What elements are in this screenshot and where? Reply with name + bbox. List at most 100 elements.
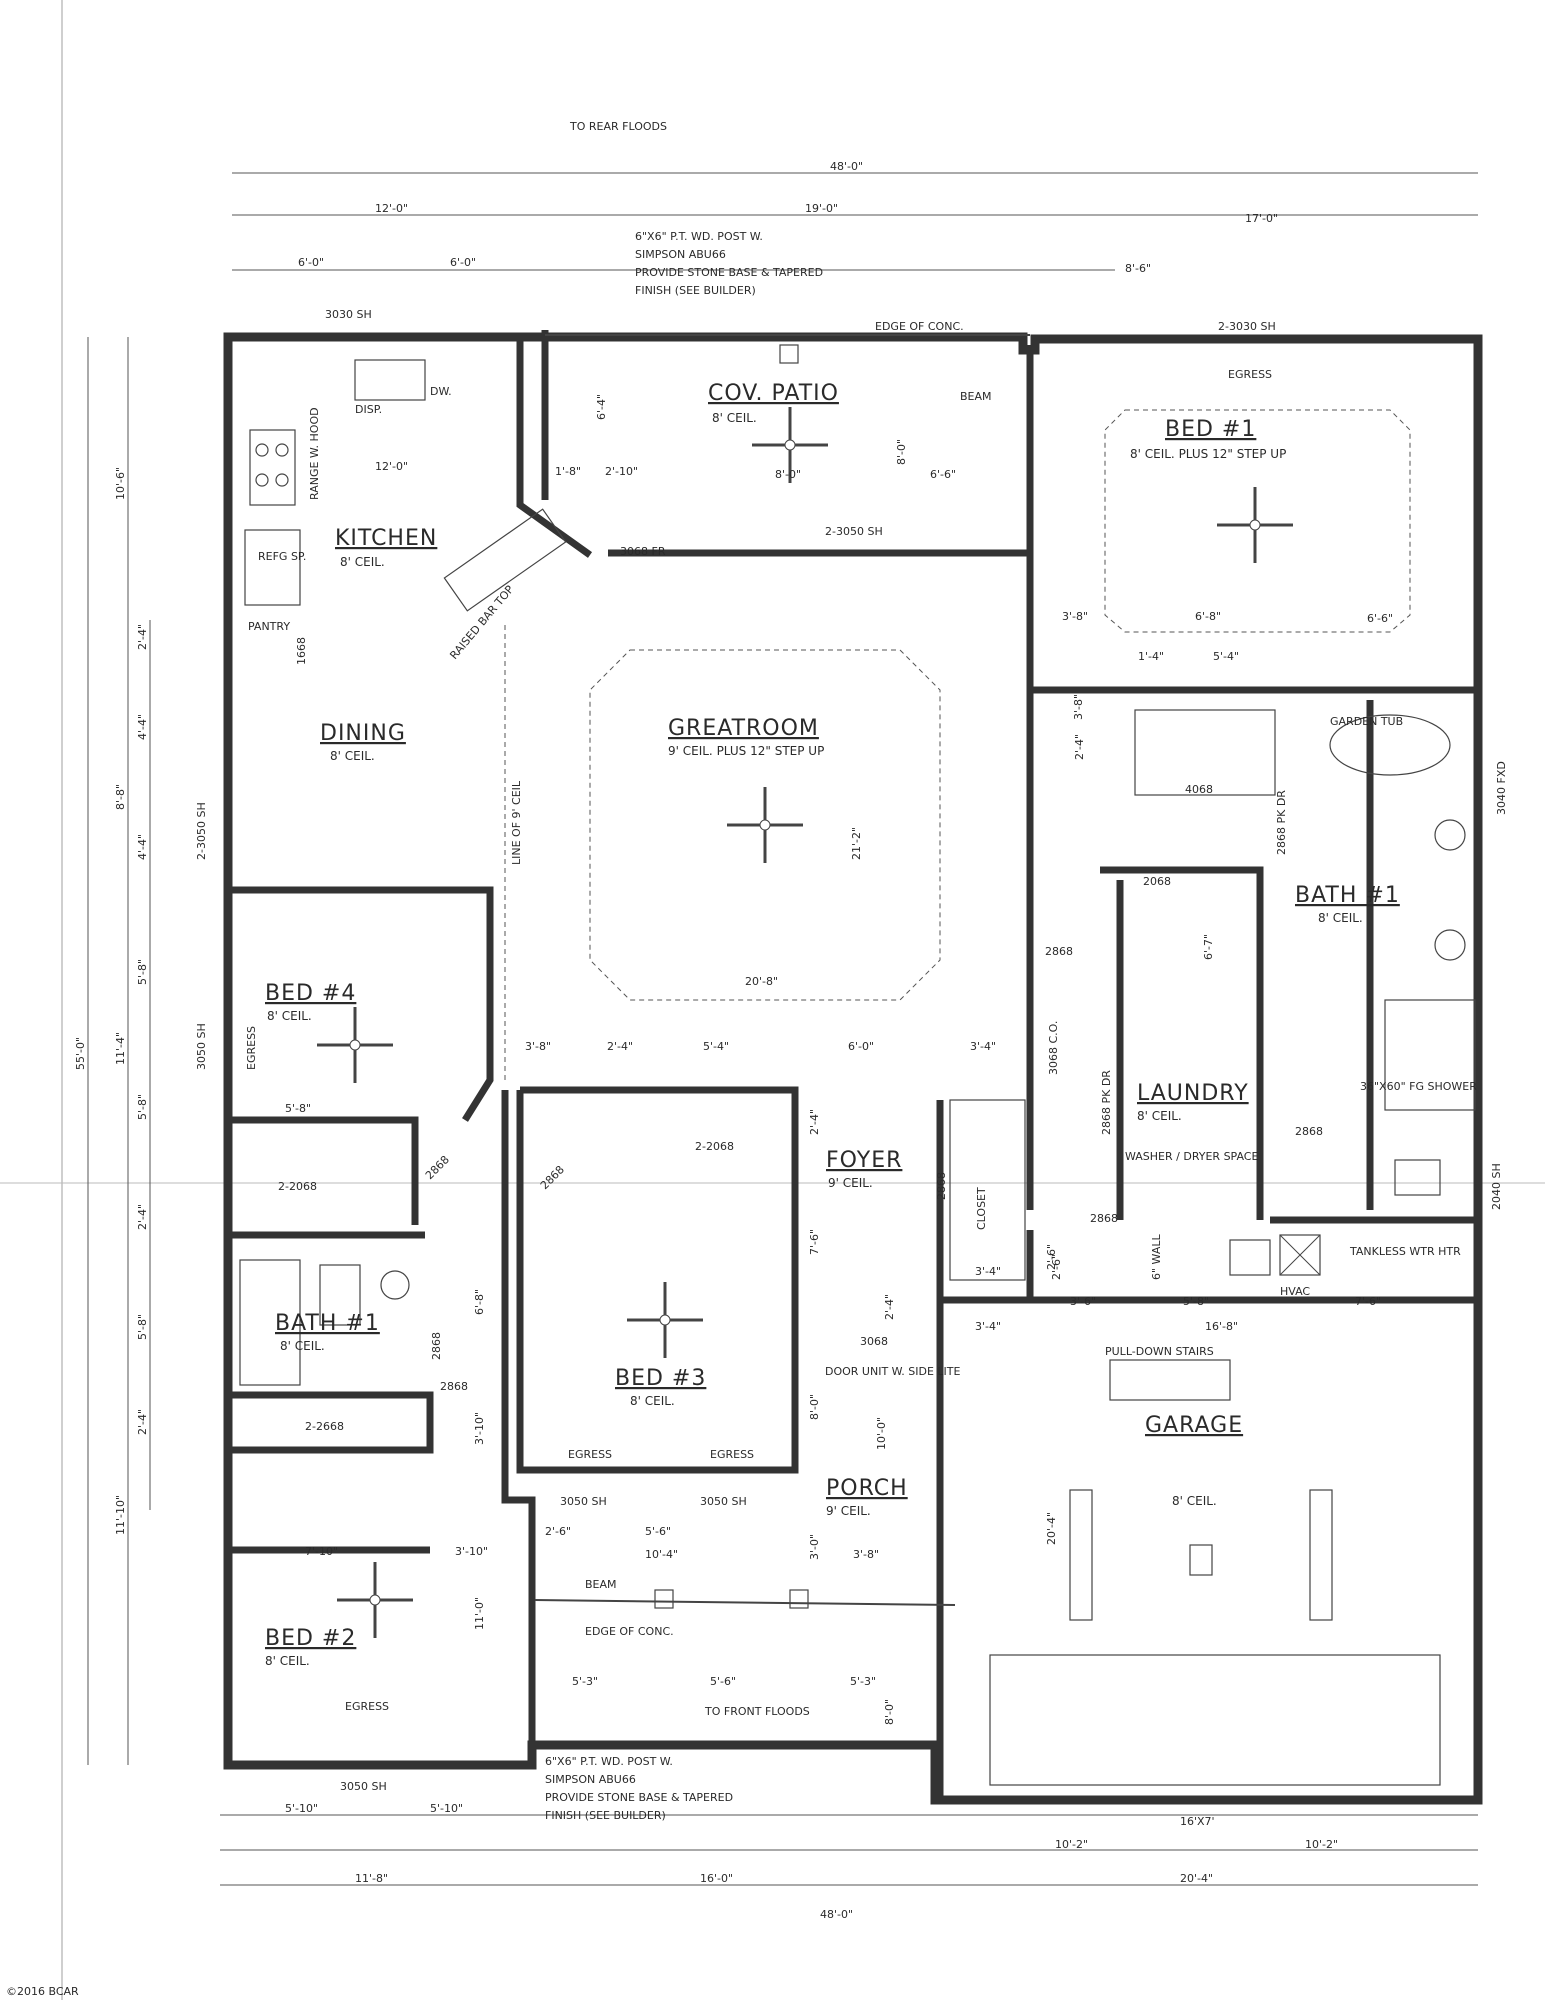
door-2868-b: 2868 xyxy=(1295,1125,1323,1138)
garage-left-light xyxy=(1069,1489,1093,1621)
window-2-3030-bed1: 2-3030 SH xyxy=(1218,320,1276,333)
toilet-master xyxy=(1394,1159,1441,1196)
room-name-garage: GARAGE xyxy=(1145,1413,1243,1438)
watermark: ©2016 BCAR xyxy=(6,1985,79,1998)
label-egress-bed2: EGRESS xyxy=(345,1700,389,1713)
room-ceil-porch: 9' CEIL. xyxy=(826,1504,871,1518)
hall-toilet xyxy=(319,1264,361,1326)
window-2040: 2040 SH xyxy=(1490,1163,1503,1210)
label-disp: DISP. xyxy=(355,403,382,416)
door-2868-h: 2868 xyxy=(1090,1212,1118,1225)
window-2-3050-top: 2-3050 SH xyxy=(825,525,883,538)
room-ceil-kitchen: 8' CEIL. xyxy=(340,555,385,569)
dim-top-a: 12'-0" xyxy=(375,202,408,215)
ceiling-fan-icon xyxy=(727,787,803,863)
dim-left-b: 8'-8" xyxy=(114,784,127,810)
dim-bot-c: 20'-4" xyxy=(1180,1872,1213,1885)
room-ceil-greatroom: 9' CEIL. PLUS 12" STEP UP xyxy=(668,744,824,758)
note-rear-floods: TO REAR FLOODS xyxy=(569,120,667,133)
room-name-cov-patio: COV. PATIO xyxy=(708,381,839,406)
garage-door-size: 16'X7' xyxy=(1180,1815,1215,1828)
room-name-bed1: BED #1 xyxy=(1165,417,1256,442)
note-edge-conc-bottom: EDGE OF CONC. xyxy=(585,1625,674,1638)
label-egress-bed3a: EGRESS xyxy=(568,1448,612,1461)
dim-f-76: 7'-6" xyxy=(808,1229,821,1255)
dim-gr-212: 21'-2" xyxy=(850,827,863,860)
label-pantry: PANTRY xyxy=(248,620,290,633)
dim-bot-total: 48'-0" xyxy=(820,1908,853,1921)
room-name-bed3: BED #3 xyxy=(615,1366,706,1391)
dim-h-54: 5'-4" xyxy=(703,1040,729,1053)
room-ceil-bed4: 8' CEIL. xyxy=(267,1009,312,1023)
label-closet: CLOSET xyxy=(975,1187,988,1230)
dim-pat-18: 1'-8" xyxy=(555,465,581,478)
room-name-greatroom: GREATROOM xyxy=(668,716,819,741)
dim-left-c: 11'-4" xyxy=(114,1032,127,1065)
dim-b1-66: 6'-6" xyxy=(1367,612,1393,625)
label-dw: DW. xyxy=(430,385,452,398)
post-note-bottom: 6"X6" P.T. WD. POST W. SIMPSON ABU66 PRO… xyxy=(545,1755,733,1822)
room-ceil-bed3: 8' CEIL. xyxy=(630,1394,675,1408)
dim-b1-14: 1'-4" xyxy=(1138,650,1164,663)
door-3068-co: 3068 C.O. xyxy=(1047,1021,1060,1075)
ceiling-fan-icon xyxy=(752,407,828,483)
dim-b2-710: 7'-10" xyxy=(305,1545,338,1558)
greatroom-tray-outline xyxy=(589,649,941,1001)
room-name-bed4: BED #4 xyxy=(265,981,356,1006)
dim-mb-67: 6'-7" xyxy=(1202,934,1215,960)
dim-f-24: 2'-4" xyxy=(808,1109,821,1135)
door-2868-d: 2868 xyxy=(538,1163,567,1192)
dim-p-30: 3'-0" xyxy=(808,1534,821,1560)
dim-left-l: 2'-4" xyxy=(136,1409,149,1435)
label-wall6: 6" WALL xyxy=(1150,1234,1163,1280)
label-egress-bed3b: EGRESS xyxy=(710,1448,754,1461)
room-name-bath1-master: BATH #1 xyxy=(1295,883,1400,908)
dim-g-76: 7'-6" xyxy=(1355,1295,1381,1308)
door-1668: 1668 xyxy=(295,637,308,665)
interior-walls xyxy=(228,330,1478,1800)
dim-left-d: 11'-10" xyxy=(114,1495,127,1535)
door-4068: 4068 xyxy=(1185,783,1213,796)
note-front-floods: TO FRONT FLOODS xyxy=(704,1705,810,1718)
dimension-lines xyxy=(87,172,1478,1886)
hall-bathtub xyxy=(239,1259,301,1386)
dim-g-26: 2'-6" xyxy=(1045,1244,1058,1270)
door-2868-a: 2868 xyxy=(1045,945,1073,958)
label-refg: REFG SP. xyxy=(258,550,306,563)
svg-text:PROVIDE STONE BASE & TAPERED: PROVIDE STONE BASE & TAPERED xyxy=(545,1791,733,1804)
garage-door-outline xyxy=(989,1654,1441,1786)
room-ceil-dining: 8' CEIL. xyxy=(330,749,375,763)
dim-left-f: 4'-4" xyxy=(136,714,149,740)
bed1-tray-outline xyxy=(1104,409,1411,633)
post-note-top: 6"X6" P.T. WD. POST W. SIMPSON ABU66 PRO… xyxy=(635,230,823,297)
door-3068-fr: 3068 FR xyxy=(620,545,666,558)
hall-lav xyxy=(380,1270,410,1300)
door-2-2668: 2-2668 xyxy=(305,1420,344,1433)
raised-bar-top xyxy=(443,508,567,612)
dim-top-c1: 8'-6" xyxy=(1125,262,1151,275)
room-name-bath1-hall: BATH #1 xyxy=(275,1311,380,1336)
dim-top-b: 19'-0" xyxy=(805,202,838,215)
ceiling-fan-icon xyxy=(1217,487,1293,563)
dim-g-58: 5'-8" xyxy=(1183,1295,1209,1308)
room-name-laundry: LAUNDRY xyxy=(1137,1081,1249,1106)
dim-mb-24: 2'-4" xyxy=(1073,734,1086,760)
window-3050-bed4: 3050 SH xyxy=(195,1023,208,1070)
room-ceil-foyer: 9' CEIL. xyxy=(828,1176,873,1190)
tankless-heater xyxy=(1229,1239,1271,1276)
dim-bot-c2: 10'-2" xyxy=(1305,1838,1338,1851)
room-name-porch: PORCH xyxy=(826,1476,908,1501)
ceiling-fan-icon xyxy=(317,1007,393,1083)
label-door-unit: DOOR UNIT W. SIDE LITE xyxy=(825,1365,961,1378)
dim-b4-58: 5'-8" xyxy=(285,1102,311,1115)
window-3050-bed2: 3050 SH xyxy=(340,1780,387,1793)
dim-fr-53: 5'-3" xyxy=(572,1675,598,1688)
door-2868-g: 2868 xyxy=(440,1380,468,1393)
svg-text:6"X6" P.T. WD. POST W.: 6"X6" P.T. WD. POST W. xyxy=(635,230,763,243)
dim-b3-68: 6'-8" xyxy=(473,1289,486,1315)
dim-p-38: 3'-8" xyxy=(853,1548,879,1561)
dim-bot-a2: 5'-10" xyxy=(430,1802,463,1815)
dim-pat-66: 6'-6" xyxy=(930,468,956,481)
dim-left-total: 55'-0" xyxy=(74,1037,87,1070)
